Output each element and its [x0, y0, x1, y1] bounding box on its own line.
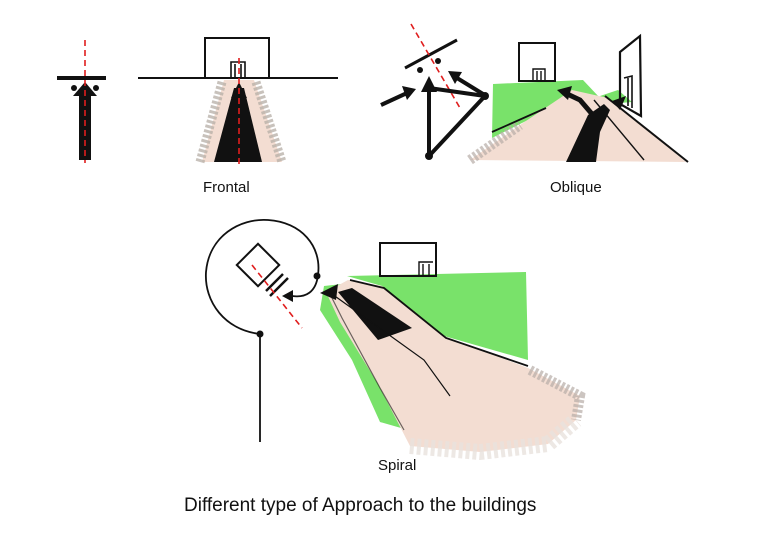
spiral-perspective-diagram: [320, 242, 586, 461]
spiral-approach-road: [338, 288, 412, 340]
oblique-path-edge-left: [491, 107, 547, 133]
spiral-plan-building: [235, 242, 281, 288]
spiral-plan-diagram: [205, 219, 321, 442]
spiral-route: [205, 219, 320, 442]
spiral-route-arrow: [282, 290, 293, 302]
oblique-label: Oblique: [550, 179, 602, 196]
frontal-plan-diagram: [57, 40, 106, 163]
spiral-approach-lane: [331, 293, 451, 397]
frontal-plan-arrow-head: [73, 82, 97, 96]
oblique-building-right: [618, 33, 643, 118]
oblique-building-right-door: [623, 74, 633, 108]
frontal-approach-road: [214, 88, 262, 162]
spiral-path-shadow-bottom: [409, 413, 582, 461]
oblique-path: [470, 90, 686, 162]
spiral-start-dot: [256, 330, 264, 338]
spiral-plan-wall-back: [265, 273, 284, 292]
spiral-turn-dot: [313, 272, 321, 280]
oblique-plan-wall: [404, 38, 458, 70]
frontal-door: [230, 61, 246, 78]
oblique-plan-route: [427, 86, 487, 158]
oblique-plan-arrow-left-head: [402, 86, 416, 100]
spiral-approach-arrow: [320, 284, 338, 300]
oblique-plan-arrow-left: [380, 91, 408, 107]
oblique-perspective-diagram: [467, 33, 689, 165]
spiral-plan-axis-line: [251, 264, 303, 329]
oblique-approach-arrow-left: [557, 86, 572, 100]
spiral-building: [379, 242, 437, 277]
spiral-path-shadow-right: [527, 365, 586, 421]
oblique-plan-arrow-right-head: [448, 71, 462, 84]
frontal-plan-arrow-shaft: [79, 94, 91, 160]
frontal-label: Frontal: [203, 179, 250, 196]
oblique-plan-axis-line: [410, 23, 461, 109]
frontal-path-edge-right: [251, 80, 287, 164]
oblique-plan-route-arrow: [421, 76, 437, 92]
frontal-building: [204, 37, 270, 79]
frontal-plan-dot-left: [71, 85, 77, 91]
spiral-label: Spiral: [378, 457, 416, 474]
spiral-path-edge-left: [327, 289, 405, 431]
frontal-perspective-diagram: [138, 37, 338, 165]
oblique-approach-road: [566, 104, 610, 162]
frontal-plan-dot-right: [93, 85, 99, 91]
spiral-building-door: [418, 261, 433, 276]
frontal-path-edge-left: [195, 80, 227, 164]
oblique-plan-start-dot: [425, 152, 433, 160]
spiral-plan-wall-front: [269, 277, 289, 297]
oblique-plan-diagram: [380, 23, 489, 160]
spiral-path-edge: [349, 279, 529, 367]
oblique-plan-arrow-right: [455, 76, 485, 96]
oblique-approach-arrow-right: [612, 96, 626, 110]
oblique-plan-dot-left: [417, 67, 423, 73]
oblique-building-left-door: [532, 68, 546, 81]
figure-caption: Different type of Approach to the buildi…: [184, 495, 536, 516]
oblique-path-shadow: [467, 120, 523, 165]
oblique-plan-dot-right: [435, 58, 441, 64]
